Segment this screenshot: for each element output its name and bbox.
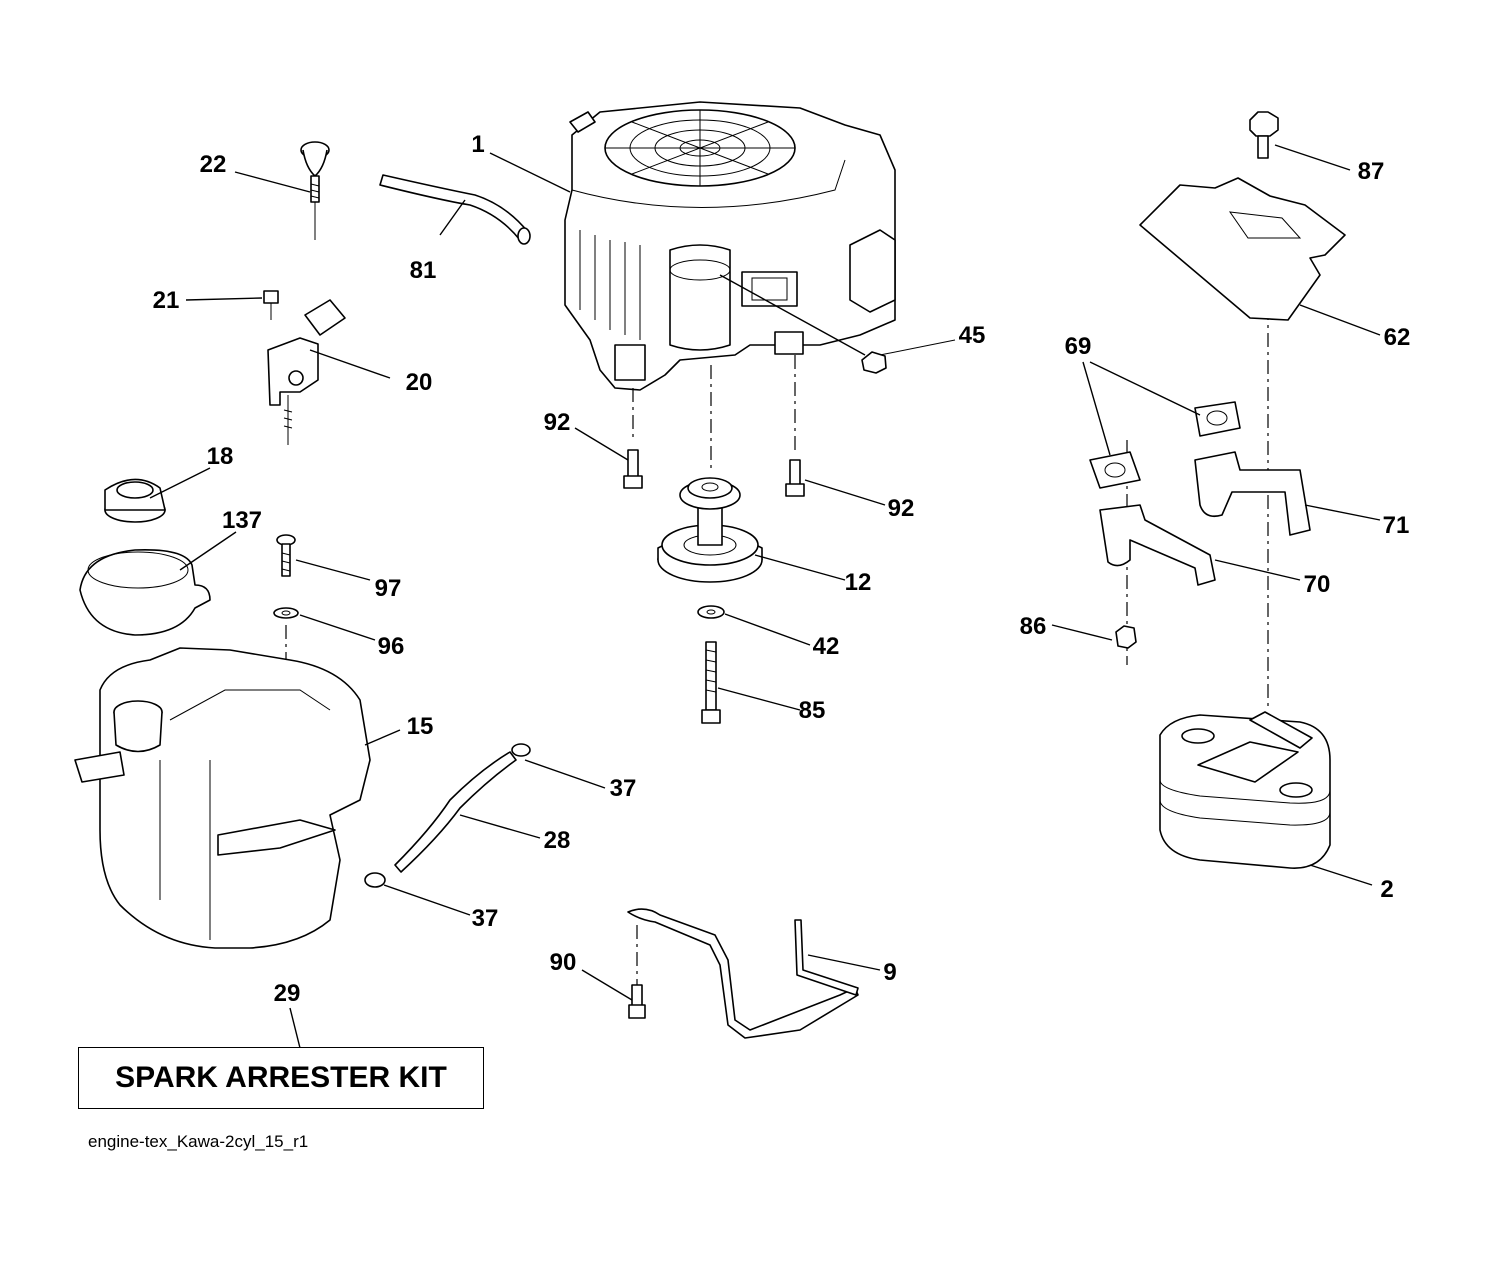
callout-exhaust-pipe-right: 71 [1383, 512, 1410, 539]
spark-arrester-kit-label: SPARK ARRESTER KIT [115, 1061, 447, 1094]
callout-hose-clamp-bottom: 37 [472, 905, 499, 932]
callout-engine-bolt-left: 92 [544, 409, 571, 436]
callout-fuel-line: 28 [544, 827, 571, 854]
callout-hose-clamp-top: 37 [610, 775, 637, 802]
callout-heat-shield: 62 [1384, 324, 1411, 351]
callout-exhaust-pipe-left: 70 [1304, 571, 1331, 598]
callout-choke-knob: 22 [200, 151, 227, 178]
callout-choke-bracket: 20 [406, 369, 433, 396]
callout-muffler: 2 [1380, 876, 1393, 903]
callout-washer-96: 96 [378, 633, 405, 660]
callout-muffler-nut: 86 [1020, 613, 1047, 640]
callout-engine-bolt-right: 92 [888, 495, 915, 522]
callout-throttle-rod: 9 [883, 959, 896, 986]
fuel-tank-drawing [74, 647, 371, 949]
callout-washer-42: 42 [813, 633, 840, 660]
callout-oil-drain: 45 [959, 322, 986, 349]
callout-breather-hose: 81 [410, 257, 437, 284]
callout-fuel-cap: 18 [207, 443, 234, 470]
spark-arrester-kit-box: SPARK ARRESTER KIT [78, 1047, 484, 1109]
callout-pulley-bolt: 85 [799, 697, 826, 724]
callout-pulley: 12 [845, 569, 872, 596]
filler-neck-drawing [79, 548, 211, 636]
callout-engine: 1 [471, 131, 484, 158]
screw-87-drawing [1249, 111, 1279, 159]
fuel-cap-drawing [104, 478, 166, 523]
callout-bracket-screw: 21 [153, 287, 180, 314]
drawing-id: engine-tex_Kawa-2cyl_15_r1 [88, 1132, 309, 1151]
choke-knob-drawing [300, 141, 330, 240]
callout-fuel-tank: 15 [407, 713, 434, 740]
callout-gasket: 69 [1065, 333, 1092, 360]
engine-drawing [564, 101, 896, 391]
muffler-drawing [1159, 711, 1331, 869]
callout-heat-shield-screw: 87 [1358, 158, 1385, 185]
pulley-drawing [657, 477, 763, 583]
callout-rod-bolt: 90 [550, 949, 577, 976]
callout-tank-screw: 97 [375, 575, 402, 602]
callout-spark-arrester: 29 [274, 980, 301, 1007]
choke-bracket-drawing [267, 299, 346, 445]
callout-fuel-filler-neck: 137 [222, 507, 262, 534]
